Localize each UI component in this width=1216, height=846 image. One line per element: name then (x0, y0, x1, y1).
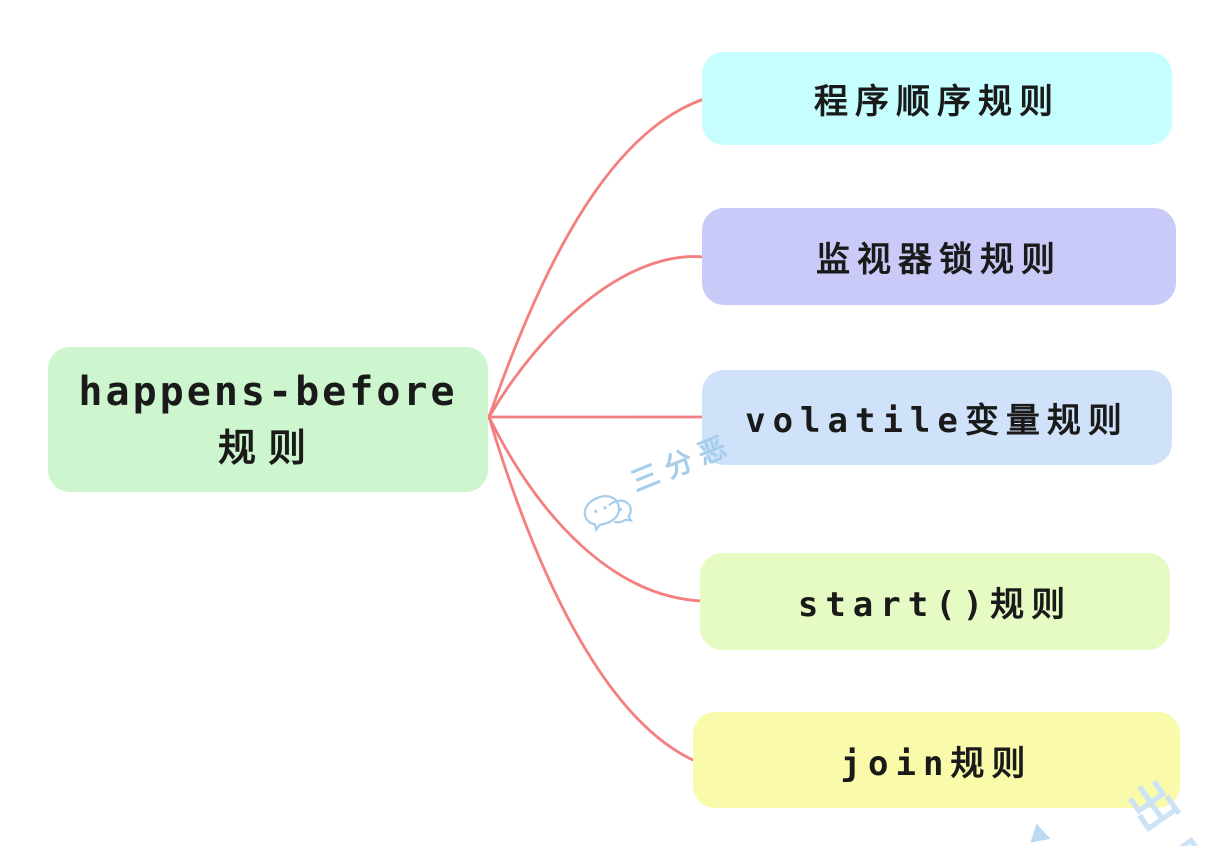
branch-node-label: 监视器锁规则 (816, 240, 1062, 280)
branch-node-start-rule: start()规则 (700, 553, 1170, 650)
branch-node-volatile-variable-rule: volatile变量规则 (702, 370, 1172, 465)
watermark-fragment (1030, 823, 1054, 846)
branch-node-join-rule: join规则 (693, 712, 1180, 808)
root-node: happens-before 规则 (48, 347, 488, 492)
connector-branch-2 (487, 255, 706, 419)
connector-branch-1 (487, 97, 706, 419)
wechat-chat-bubbles-icon (583, 495, 634, 533)
branch-node-label: 程序顺序规则 (814, 82, 1060, 122)
root-node-label-line2: 规则 (217, 425, 318, 470)
branch-node-program-order-rule: 程序顺序规则 (702, 52, 1172, 145)
connector-branch-4 (487, 415, 704, 603)
branch-node-label: volatile变量规则 (745, 401, 1129, 441)
connector-branch-5 (487, 415, 697, 763)
branch-node-monitor-lock-rule: 监视器锁规则 (702, 208, 1176, 305)
branch-node-label: start()规则 (797, 585, 1073, 625)
branch-node-label: join规则 (840, 743, 1033, 784)
root-node-label-line1: happens-before (78, 368, 458, 415)
